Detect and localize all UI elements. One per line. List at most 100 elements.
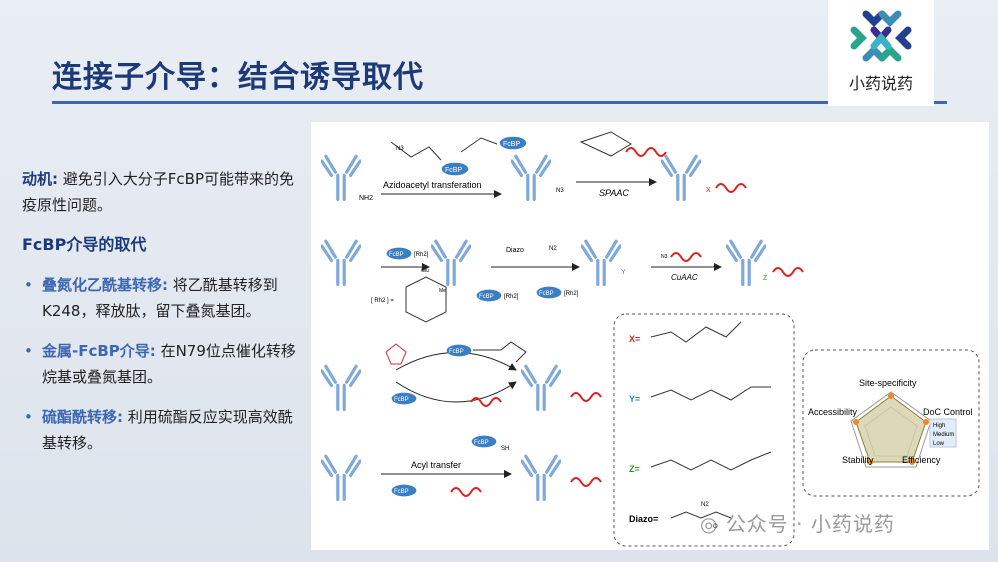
linker-x-label: X= <box>629 334 640 344</box>
payload-wave-icon <box>450 487 482 497</box>
leaving-group-structure <box>460 137 498 153</box>
row-acyl-transfer: FcBP SH Acyl transfer FcBP <box>321 435 602 502</box>
bullet-dot-icon: • <box>24 342 33 360</box>
bullet-item: • 叠氮化乙酰基转移: 将乙酰基转移到K248，释放肽，留下叠氮基团。 <box>22 272 297 324</box>
row-azidoacetyl: NH2 FcBP N3 Azidoacetyl transferation Fc… <box>321 131 747 202</box>
o-label: O <box>713 524 718 530</box>
payload-wave-icon <box>570 477 602 487</box>
payload-wave-icon <box>570 392 602 402</box>
antibody-icon <box>321 364 361 412</box>
motivation-text: 避免引入大分子FcBP可能带来的免疫原性问题。 <box>22 170 294 214</box>
radar-legend-low: Low <box>933 441 945 447</box>
payload-wave-icon <box>470 397 502 407</box>
rh-complex-structure <box>405 276 447 323</box>
bullet-key: 叠氮化乙酰基转移: <box>42 276 168 294</box>
diazo-label: Diazo <box>506 247 524 254</box>
fcbp-label: FcBP <box>394 397 409 403</box>
antibody-icon <box>521 364 561 412</box>
bullet-key: 金属-FcBP介导: <box>42 342 156 360</box>
maleimide-structure <box>385 343 407 365</box>
radar-point <box>909 459 915 465</box>
linker-definitions-box <box>613 313 795 547</box>
payload-wave-icon <box>715 183 747 193</box>
n2-label: N2 <box>701 502 709 508</box>
linker-y-label: Y= <box>629 394 640 404</box>
payload-wave-icon <box>625 147 667 157</box>
logo-text: 小药说药 <box>848 74 913 93</box>
bullet-item: • 硫酯酰转移: 利用硫酯反应实现高效酰基转移。 <box>22 404 297 456</box>
linker-z-label: Z= <box>629 464 640 474</box>
linker-diazo-structure <box>670 511 732 519</box>
rh-equation: [ Rh2 ] = <box>371 298 394 304</box>
fcbp-label: FcBP <box>445 167 462 174</box>
antibody-icon <box>321 154 361 202</box>
bullet-text: 在N79位点催化转移烷基或叠氮基团。 <box>42 342 296 386</box>
fcbp-label: FcBP <box>474 440 489 446</box>
bullet-dot-icon: • <box>24 276 33 294</box>
antibody-icon <box>661 154 701 202</box>
radar-point <box>888 393 894 399</box>
antibody-icon <box>431 239 471 287</box>
radar-point <box>923 419 929 425</box>
amine-label: NH2 <box>359 195 373 202</box>
fcbp-label: FcBP <box>479 294 494 300</box>
radar-area <box>855 395 927 463</box>
page-title: 连接子介导：结合诱导取代 <box>52 60 424 95</box>
row-metal-catalysis: FcBP [Rh2] [ Rh2 ] = Glu Me FcBP [Rh2] D… <box>321 239 804 323</box>
fcbp-label: FcBP <box>449 349 464 355</box>
radar-label-right: DoC Control <box>923 407 973 417</box>
watermark-text: 公众号 · 小药说药 <box>725 512 895 536</box>
radar-legend-medium: Medium <box>933 432 954 438</box>
motivation-key: 动机: <box>22 170 58 188</box>
antibody-icon <box>511 154 551 202</box>
reagent-structure <box>390 141 442 161</box>
z-label: Z <box>763 275 768 282</box>
reaction-scheme-svg: NH2 FcBP N3 Azidoacetyl transferation Fc… <box>321 131 980 547</box>
radar-label-top: Site-specificity <box>859 378 917 388</box>
bullet-dot-icon: • <box>24 408 33 426</box>
step-label: SPAAC <box>599 188 629 198</box>
bullet-key: 硫酯酰转移: <box>42 408 123 426</box>
radar-chart <box>850 391 932 468</box>
row-maleimide: FcBP FcBP <box>321 341 602 412</box>
antibody-icon <box>321 454 361 502</box>
radar-point <box>853 419 859 425</box>
glu-label: Glu <box>421 268 429 274</box>
step-label: Azidoacetyl transferation <box>383 180 482 190</box>
rh-label: [Rh2] <box>504 294 519 300</box>
antibody-icon <box>726 239 766 287</box>
n2-label: N2 <box>549 246 557 252</box>
dbco-structure <box>579 131 632 157</box>
step-label: Acyl transfer <box>411 460 461 470</box>
y-label: Y <box>621 269 626 276</box>
payload-wave-icon <box>670 252 702 262</box>
x-label: X <box>706 187 711 194</box>
logo: 小药说药 <box>828 0 934 106</box>
radar-legend <box>929 418 957 448</box>
antibody-icon <box>321 239 361 287</box>
antibody-icon <box>581 239 621 287</box>
fcbp-label: FcBP <box>539 291 554 297</box>
payload-wave-icon <box>772 267 804 277</box>
step-label: CuAAC <box>671 273 698 282</box>
bullet-text: 利用硫酯反应实现高效酰基转移。 <box>42 408 293 452</box>
bullet-text: 将乙酰基转移到K248，释放肽，留下叠氮基团。 <box>42 276 278 320</box>
linker-x-structure <box>650 321 742 343</box>
fcbp-label: FcBP <box>394 489 409 495</box>
sh-label: SH <box>501 446 509 452</box>
radar-label-left: Accessibility <box>808 407 858 417</box>
linker-z-structure <box>650 451 772 471</box>
wechat-icon: ◎ <box>700 512 719 536</box>
title-underline <box>52 101 947 104</box>
reaction-scheme-figure: NH2 FcBP N3 Azidoacetyl transferation Fc… <box>311 122 989 550</box>
curved-arrow <box>395 381 517 403</box>
radar-label-bottom-right: Efficiency <box>902 455 941 465</box>
radar-outer <box>850 391 932 468</box>
rh-label: [Rh2] <box>414 252 429 258</box>
me-label: Me <box>439 288 446 294</box>
linker-y-structure <box>650 386 771 401</box>
logo-mark-icon <box>850 10 912 62</box>
rh-label: [Rh2] <box>564 291 579 297</box>
radar-point <box>867 459 873 465</box>
azide-label: N3 <box>556 188 564 194</box>
